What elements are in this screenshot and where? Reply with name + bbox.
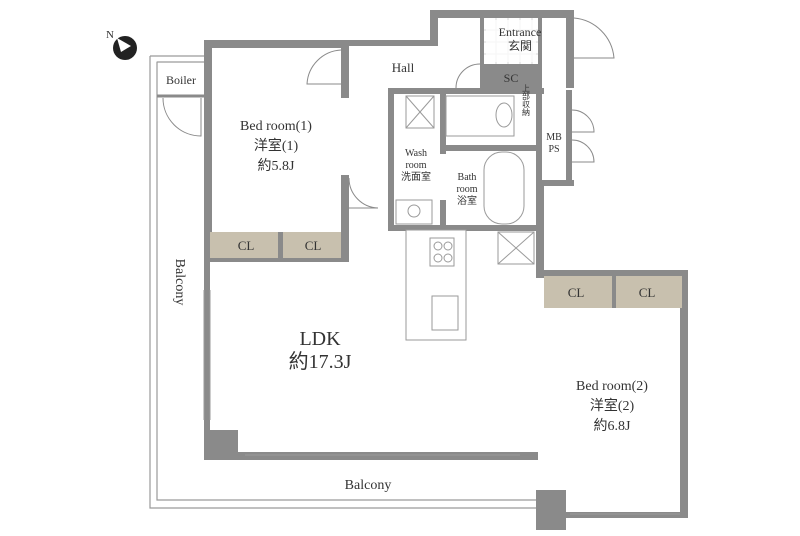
outer-walls: [204, 10, 688, 530]
bath-label-2: room: [456, 184, 477, 195]
compass-letter: N: [106, 29, 114, 41]
sc-label: SC: [504, 71, 519, 85]
bedroom2-jp-label: 洋室(2): [590, 397, 635, 414]
closet-1a: [210, 232, 278, 258]
ldk-size-label: 約17.3J: [289, 350, 352, 373]
mbps-label-1: MB: [546, 132, 562, 143]
closet-2b: [616, 276, 682, 308]
doors: [306, 17, 615, 209]
entrance-jp-label: 玄関: [508, 38, 532, 53]
closet-label-1b: CL: [305, 238, 322, 253]
bedroom1-jp-label: 洋室(1): [254, 137, 299, 154]
bedroom2-size-label: 約6.8J: [594, 418, 631, 434]
bedroom1-size-label: 約5.8J: [258, 158, 295, 174]
closet-label-2b: CL: [639, 285, 656, 300]
boiler-label: Boiler: [166, 73, 196, 87]
fixtures: [395, 95, 535, 341]
upper-storage-label: 上部収納: [522, 84, 531, 117]
closet-label-2a: CL: [568, 285, 585, 300]
bedroom2-en-label: Bed room(2): [576, 379, 648, 394]
north-compass-icon: N: [106, 29, 137, 60]
mbps-label-2: PS: [548, 144, 559, 155]
wash-label-2: room: [405, 160, 426, 171]
closets: [210, 232, 682, 308]
bath-label-jp: 浴室: [457, 194, 477, 207]
entrance-label: Entrance: [499, 25, 542, 39]
closet-1b: [283, 232, 341, 258]
closet-label-1a: CL: [238, 238, 255, 253]
hall-label: Hall: [392, 60, 415, 75]
bath-label-1: Bath: [458, 172, 477, 183]
wash-label-jp: 洗面室: [401, 170, 431, 183]
interior-walls: [210, 18, 544, 262]
balcony-side-label: Balcony: [172, 259, 187, 306]
bedroom1-en-label: Bed room(1): [240, 119, 312, 134]
ldk-label: LDK: [299, 328, 341, 350]
wash-label-1: Wash: [405, 148, 427, 159]
balcony-bottom-label: Balcony: [345, 478, 392, 493]
windows: [203, 290, 680, 515]
closet-2a: [544, 276, 612, 308]
